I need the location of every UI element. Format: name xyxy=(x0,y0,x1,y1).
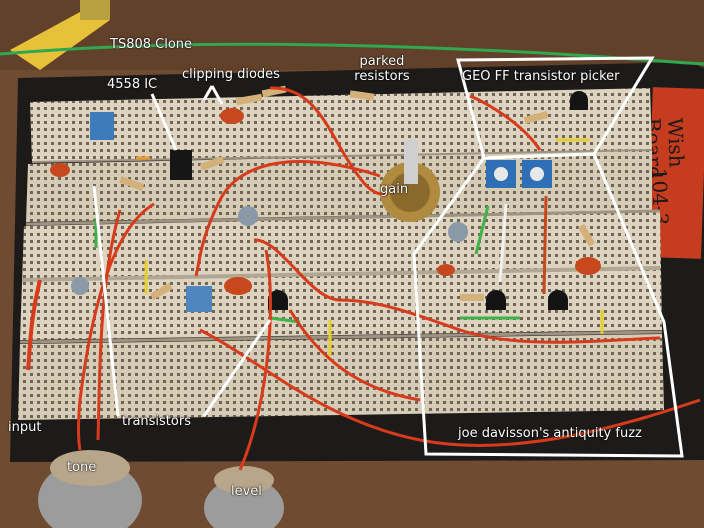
antiquity-fuzz-label: joe davisson's antiquity fuzz xyxy=(458,426,642,441)
diode-pointer-1 xyxy=(202,85,214,101)
transistor xyxy=(486,290,506,310)
ic-pointer xyxy=(150,93,178,151)
geo-ff-label: GEO FF transistor picker xyxy=(462,69,620,84)
parked-resistors-line2: resistors xyxy=(354,69,410,84)
capacitor xyxy=(448,222,468,242)
level-pot xyxy=(204,478,284,528)
red-wires xyxy=(26,86,701,471)
input-label: input xyxy=(8,420,42,435)
annotation-outlines xyxy=(92,56,684,458)
transistors-label: transistors xyxy=(122,414,191,429)
transistor-pointer-2 xyxy=(202,319,272,417)
ts808-clone-label: TS808 Clone xyxy=(110,37,193,52)
tone-label: tone xyxy=(67,460,97,475)
transistor-pointer-1 xyxy=(92,185,120,417)
transistor xyxy=(268,290,288,310)
gain-label: gain xyxy=(380,182,409,197)
capacitor xyxy=(71,277,89,295)
sticker-line1: Wish xyxy=(663,117,689,168)
jumper-wires xyxy=(94,138,604,356)
clipping-diodes-label: clipping diodes xyxy=(182,67,280,82)
antiquity-fuzz-outline xyxy=(412,152,684,458)
components xyxy=(10,0,601,528)
box-capacitor xyxy=(90,112,114,140)
transistor xyxy=(548,290,568,310)
ic-chip xyxy=(170,150,192,180)
parked-resistors-line1: parked xyxy=(359,54,405,69)
diode-pointer-2 xyxy=(210,85,224,105)
ic-4558-label: 4558 IC xyxy=(107,77,158,92)
level-label: level xyxy=(231,484,262,499)
transistor xyxy=(570,91,588,110)
box-capacitor xyxy=(186,286,212,312)
capacitor xyxy=(238,206,258,226)
parked-resistors-label: parked resistors xyxy=(340,54,424,84)
